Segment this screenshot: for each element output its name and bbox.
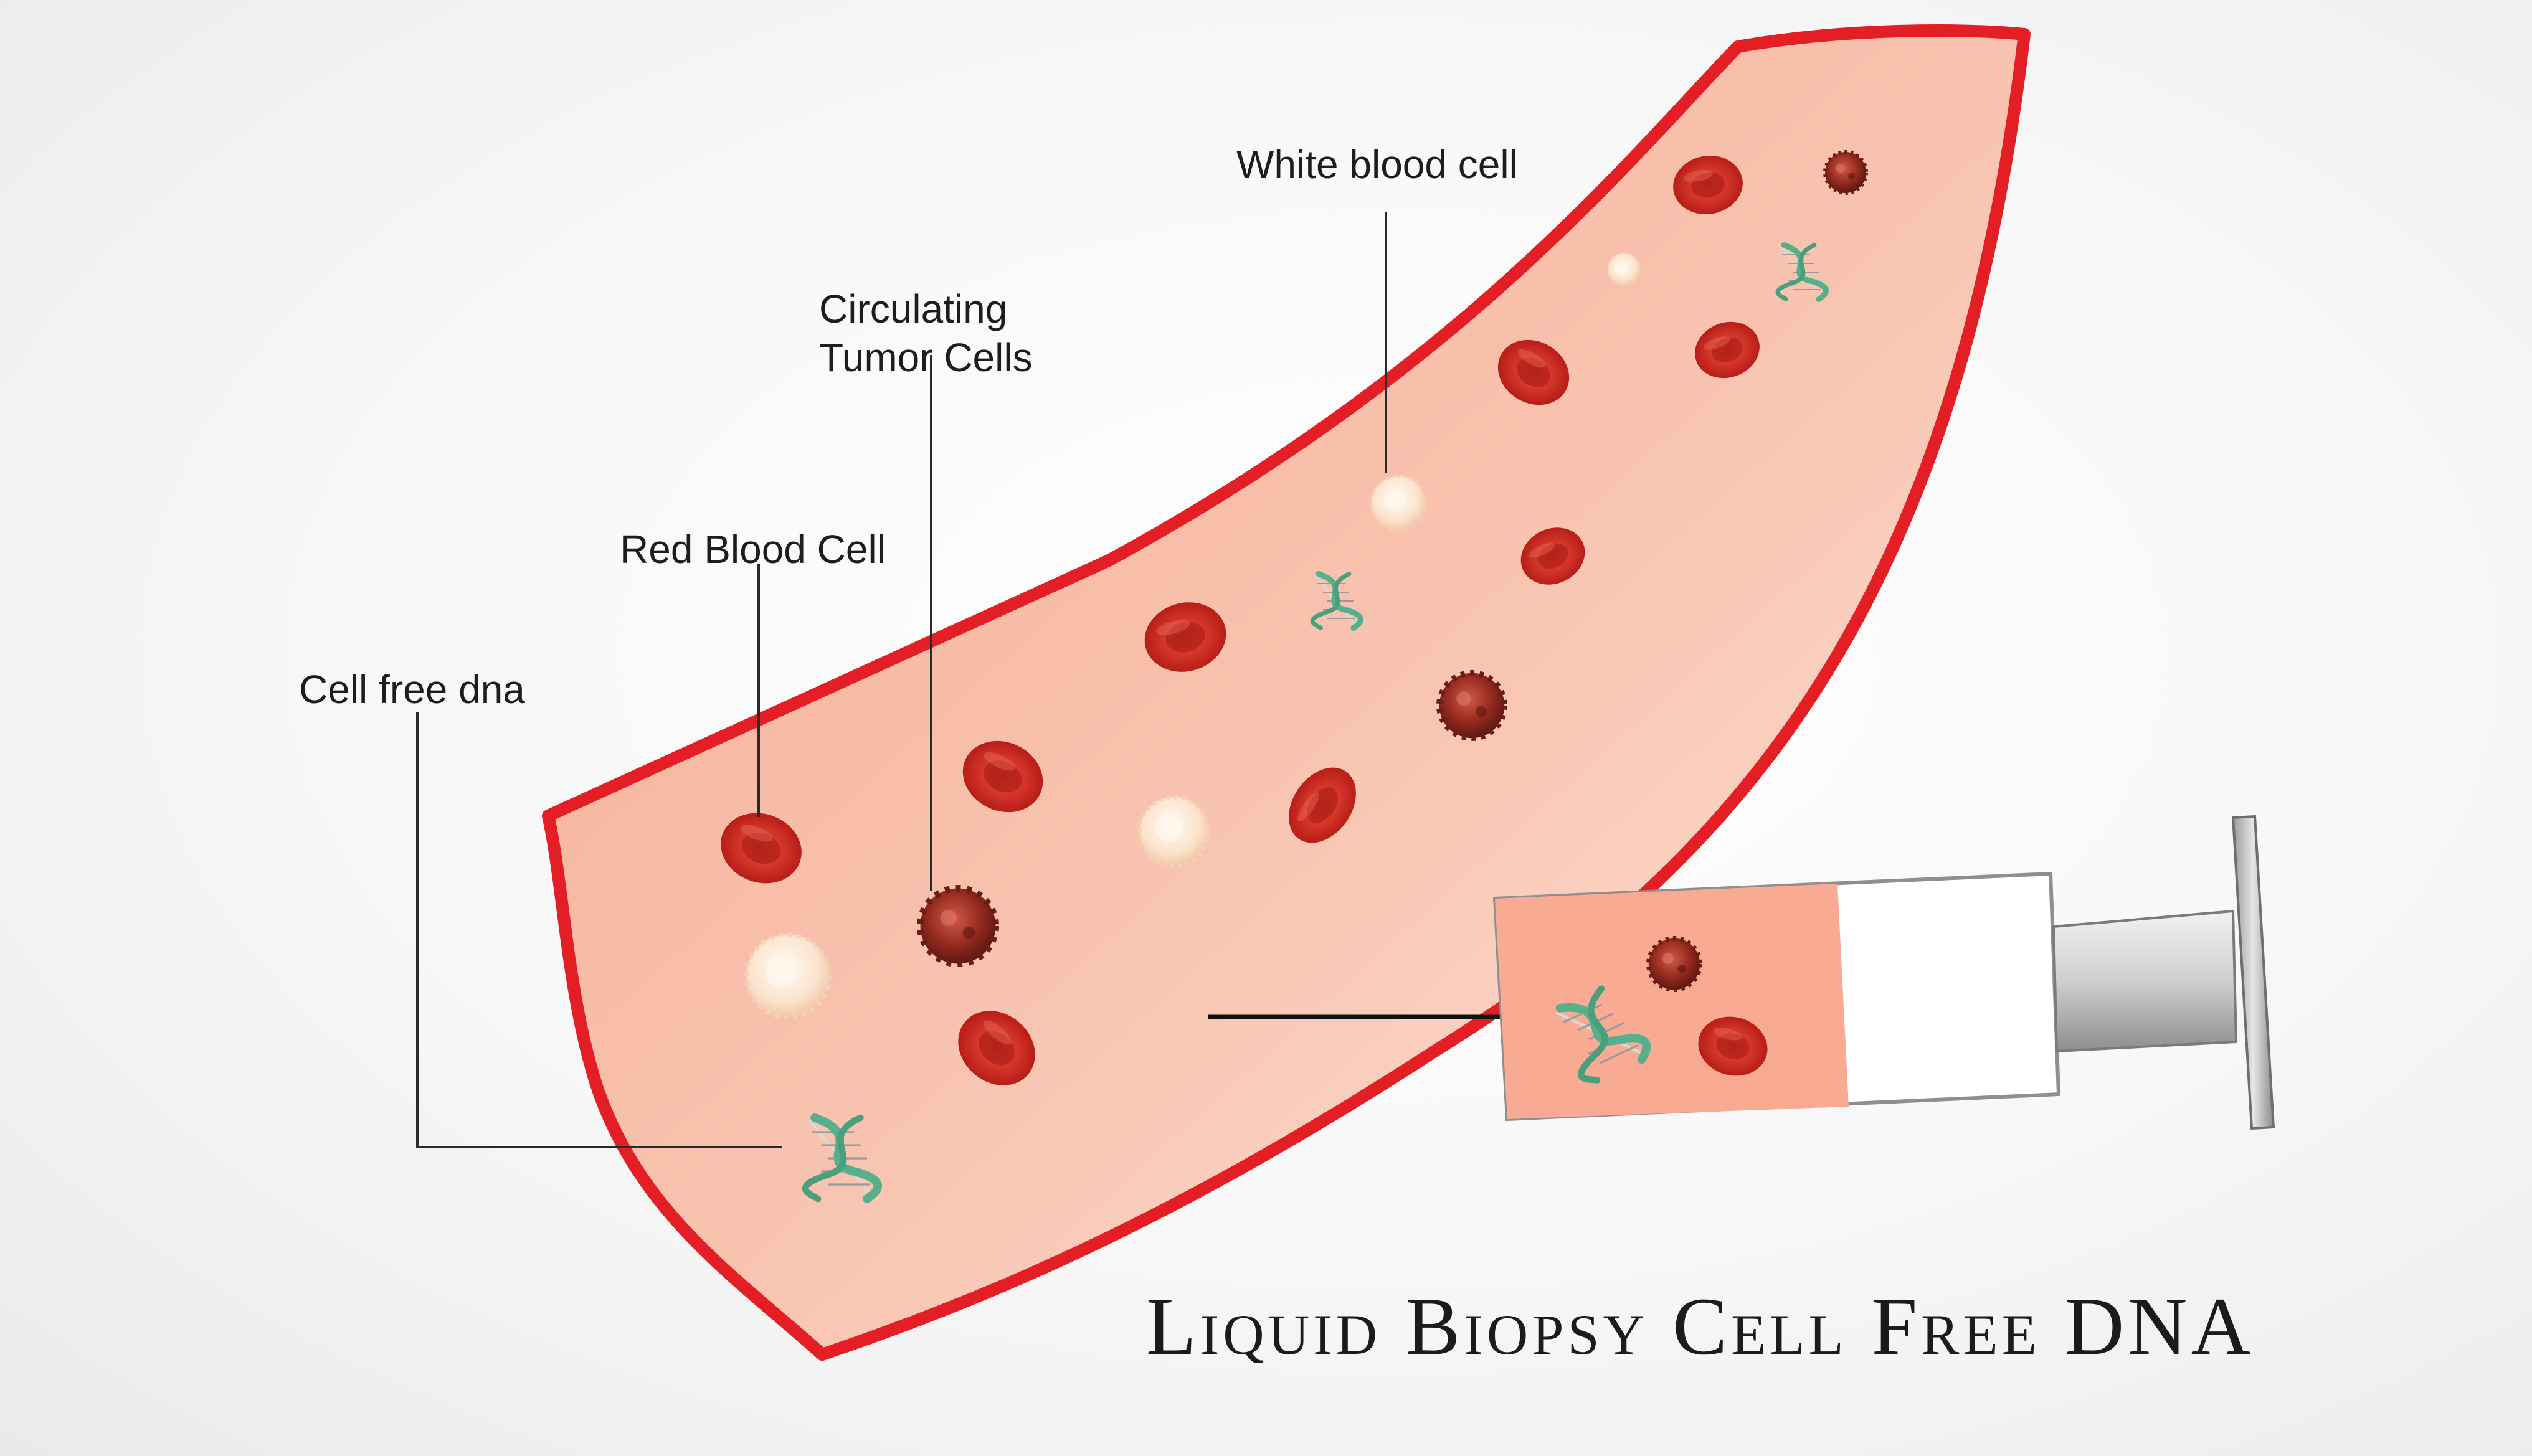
label-red-blood-cell: Red Blood Cell: [620, 527, 886, 572]
label-ctc-line1: Circulating: [819, 286, 1008, 331]
diagram-title: Liquid Biopsy Cell Free DNA: [1146, 1280, 2254, 1372]
white-blood-cell-icon: [1140, 797, 1208, 866]
label-cell-free-dna: Cell free dna: [299, 667, 525, 712]
leader-lines: [416, 212, 1510, 1148]
label-white-blood-cell: White blood cell: [1236, 142, 1518, 187]
tumor-cell-icon: [1825, 152, 1866, 193]
white-blood-cell-icon: [1372, 476, 1426, 531]
tumor-cell-icon: [921, 889, 996, 964]
white-blood-cell-icon: [1606, 252, 1641, 287]
white-blood-cell-icon: [746, 934, 829, 1017]
tumor-cell-icon: [1649, 938, 1700, 990]
syringe-icon: [1492, 815, 2275, 1130]
label-circulating-tumor-cells: Circulating Tumor Cells: [819, 285, 1033, 382]
tumor-cell-icon: [1439, 673, 1505, 739]
label-ctc-line2: Tumor Cells: [819, 335, 1033, 380]
blood-vessel: [542, 24, 2031, 1361]
